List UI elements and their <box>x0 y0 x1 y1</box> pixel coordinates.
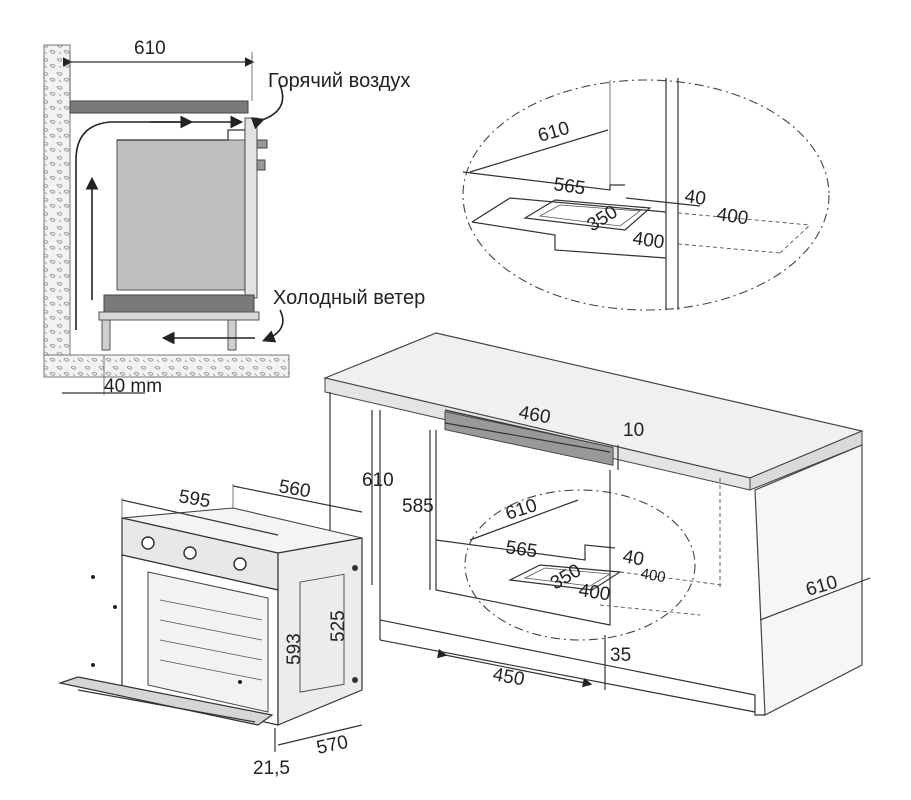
cab-bottom-gap-label: 35 <box>610 645 631 666</box>
top-panel <box>69 100 249 114</box>
detail-cutout-front-label: 400 <box>631 228 665 253</box>
cab-cutout-front-label: 400 <box>577 580 611 605</box>
cabinet-view: 460 10 610 585 610 565 40 400 350 400 61… <box>323 332 871 716</box>
oven-door-thickness-label: 21,5 <box>253 758 290 779</box>
hot-air-arrow <box>75 115 244 330</box>
wall <box>43 44 71 371</box>
cold-air-label: Холодный ветер <box>273 287 425 309</box>
top-vent <box>444 410 614 466</box>
cabinet-side <box>754 444 863 716</box>
oven-view: 595 560 593 525 21,5 570 <box>57 476 363 779</box>
cab-gap-label: 40 <box>621 546 645 570</box>
oven-cavity <box>147 571 269 713</box>
side-gap-label: 40 mm <box>104 376 162 397</box>
side-width-label: 610 <box>134 38 166 59</box>
oven-body <box>116 139 246 291</box>
detail-view: 610 565 40 400 350 400 <box>462 78 830 311</box>
oven-side <box>277 537 363 726</box>
cab-base-depth-label: 565 <box>504 537 538 562</box>
oven-front-height-label: 593 <box>284 633 305 665</box>
oven-width-label: 595 <box>177 486 212 512</box>
cab-height-label: 610 <box>362 470 394 491</box>
side-view: 610 Горячий воздух Холодный ветер 40 mm <box>43 38 425 397</box>
cab-inner-height-label: 585 <box>402 496 434 517</box>
oven-depth-label: 560 <box>277 476 312 502</box>
detail-gap-label: 40 <box>683 186 707 210</box>
oven-body-height-label: 525 <box>328 610 349 642</box>
knob-1[interactable] <box>141 536 155 550</box>
cab-inner-depth-label: 610 <box>503 495 540 525</box>
cab-top-gap-label: 10 <box>623 420 644 441</box>
detail-ellipse <box>462 79 830 311</box>
detail-inner-depth-label: 565 <box>552 174 586 199</box>
floor <box>43 354 290 378</box>
oven-front <box>244 117 258 299</box>
knob-2[interactable] <box>183 546 197 560</box>
hot-air-label: Горячий воздух <box>268 70 410 92</box>
detail-cutout-width-label: 400 <box>715 204 749 229</box>
oven-total-depth-label: 570 <box>315 732 350 759</box>
cab-base-width-label: 450 <box>491 664 526 690</box>
cab-cutout-width-label: 400 <box>639 565 667 586</box>
knob-3[interactable] <box>233 557 247 571</box>
